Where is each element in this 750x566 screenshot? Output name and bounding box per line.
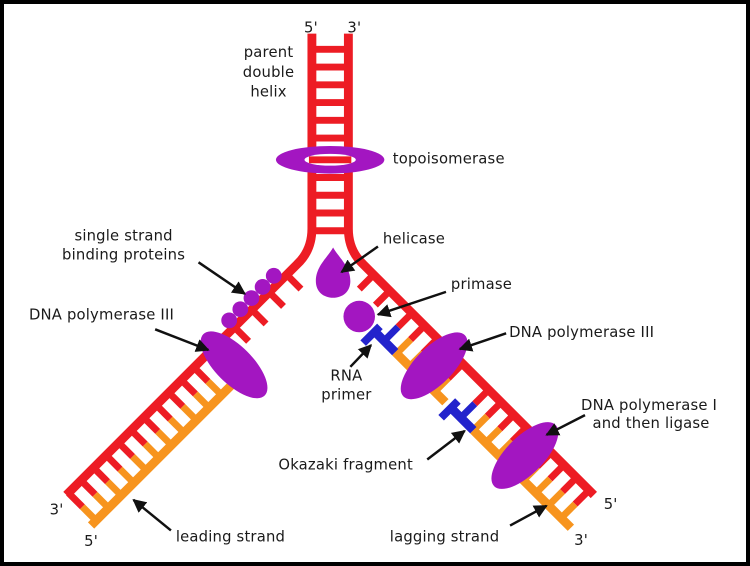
- label-rna-primer: primer: [321, 386, 372, 403]
- label-rna-primer: RNA: [330, 368, 362, 385]
- ssb-protein-circle: [265, 267, 282, 284]
- parent-helix-rungs: [311, 45, 349, 235]
- label-3-prime-bottom-left: 3': [50, 502, 64, 519]
- dna-polymerase-3-left-ellipse: [200, 331, 268, 399]
- ssb-protein-circle: [254, 279, 271, 295]
- dna-polymerase-3-right-ellipse: [400, 332, 468, 400]
- ssb-protein-circle: [243, 290, 260, 306]
- ssb-protein-circle: [221, 312, 238, 329]
- lagging-template-strand: [343, 33, 597, 499]
- label-okazaki-fragment: Okazaki fragment: [278, 456, 413, 473]
- arrow-to-lagging-strand: [509, 504, 548, 527]
- helicase-blob: [315, 247, 351, 298]
- label-leading-strand: leading strand: [176, 528, 285, 545]
- arrow-to-ssb: [197, 261, 246, 295]
- arrow-to-pol3-left: [154, 328, 210, 352]
- right-arm-base-stubs: [356, 272, 393, 308]
- left-arm-base-stubs: [231, 272, 304, 344]
- rna-primers: [360, 323, 478, 434]
- label-5-prime-right: 5': [604, 496, 618, 513]
- diagram-labels: 5' 3' parent double helix topoisomerase …: [29, 20, 717, 551]
- label-3-prime-right: 3': [574, 532, 588, 549]
- arrow-to-rna-primer: [349, 344, 372, 368]
- arrow-to-helicase: [340, 245, 379, 274]
- label-lagging-strand: lagging strand: [390, 528, 500, 545]
- leading-template-strand: [63, 33, 317, 499]
- rna-primer-2: [438, 398, 478, 434]
- rna-primer-1: [360, 323, 401, 356]
- label-helicase: helicase: [383, 231, 445, 248]
- label-3-prime-top: 3': [347, 20, 361, 37]
- label-5-prime-top: 5': [304, 20, 318, 37]
- label-dna-polymerase-3-right: DNA polymerase III: [509, 324, 654, 341]
- label-primase: primase: [451, 276, 512, 293]
- leading-duplex-rungs-orange: [79, 378, 225, 524]
- annotation-arrows: [132, 245, 586, 532]
- ssb-protein-circle: [232, 301, 249, 318]
- label-parent-double-helix: parent: [244, 44, 294, 61]
- label-topoisomerase: topoisomerase: [393, 151, 505, 168]
- primase-circle: [343, 300, 375, 333]
- new-strands: [79, 337, 578, 531]
- ssb-proteins: [221, 267, 282, 329]
- label-dna-polymerase-1: DNA polymerase I: [581, 397, 717, 414]
- arrow-to-leading-strand: [132, 498, 172, 532]
- leading-duplex-rungs-red: [66, 364, 211, 510]
- arrow-to-okazaki: [426, 429, 466, 461]
- arrow-to-pol3-right: [458, 332, 507, 352]
- label-ssb: single strand: [74, 228, 172, 245]
- label-dna-polymerase-3-left: DNA polymerase III: [29, 306, 174, 323]
- label-5-prime-bottom-left: 5': [84, 533, 98, 550]
- label-ssb: binding proteins: [62, 246, 185, 263]
- label-parent-double-helix: helix: [250, 84, 286, 101]
- dna-replication-diagram: 5' 3' parent double helix topoisomerase …: [29, 20, 717, 551]
- dna-polymerase-1-ellipse: [491, 422, 559, 489]
- label-parent-double-helix: double: [243, 64, 295, 81]
- arrow-to-primase: [376, 290, 447, 318]
- arrow-to-pol1: [545, 414, 586, 436]
- label-dna-polymerase-1: and then ligase: [592, 415, 709, 432]
